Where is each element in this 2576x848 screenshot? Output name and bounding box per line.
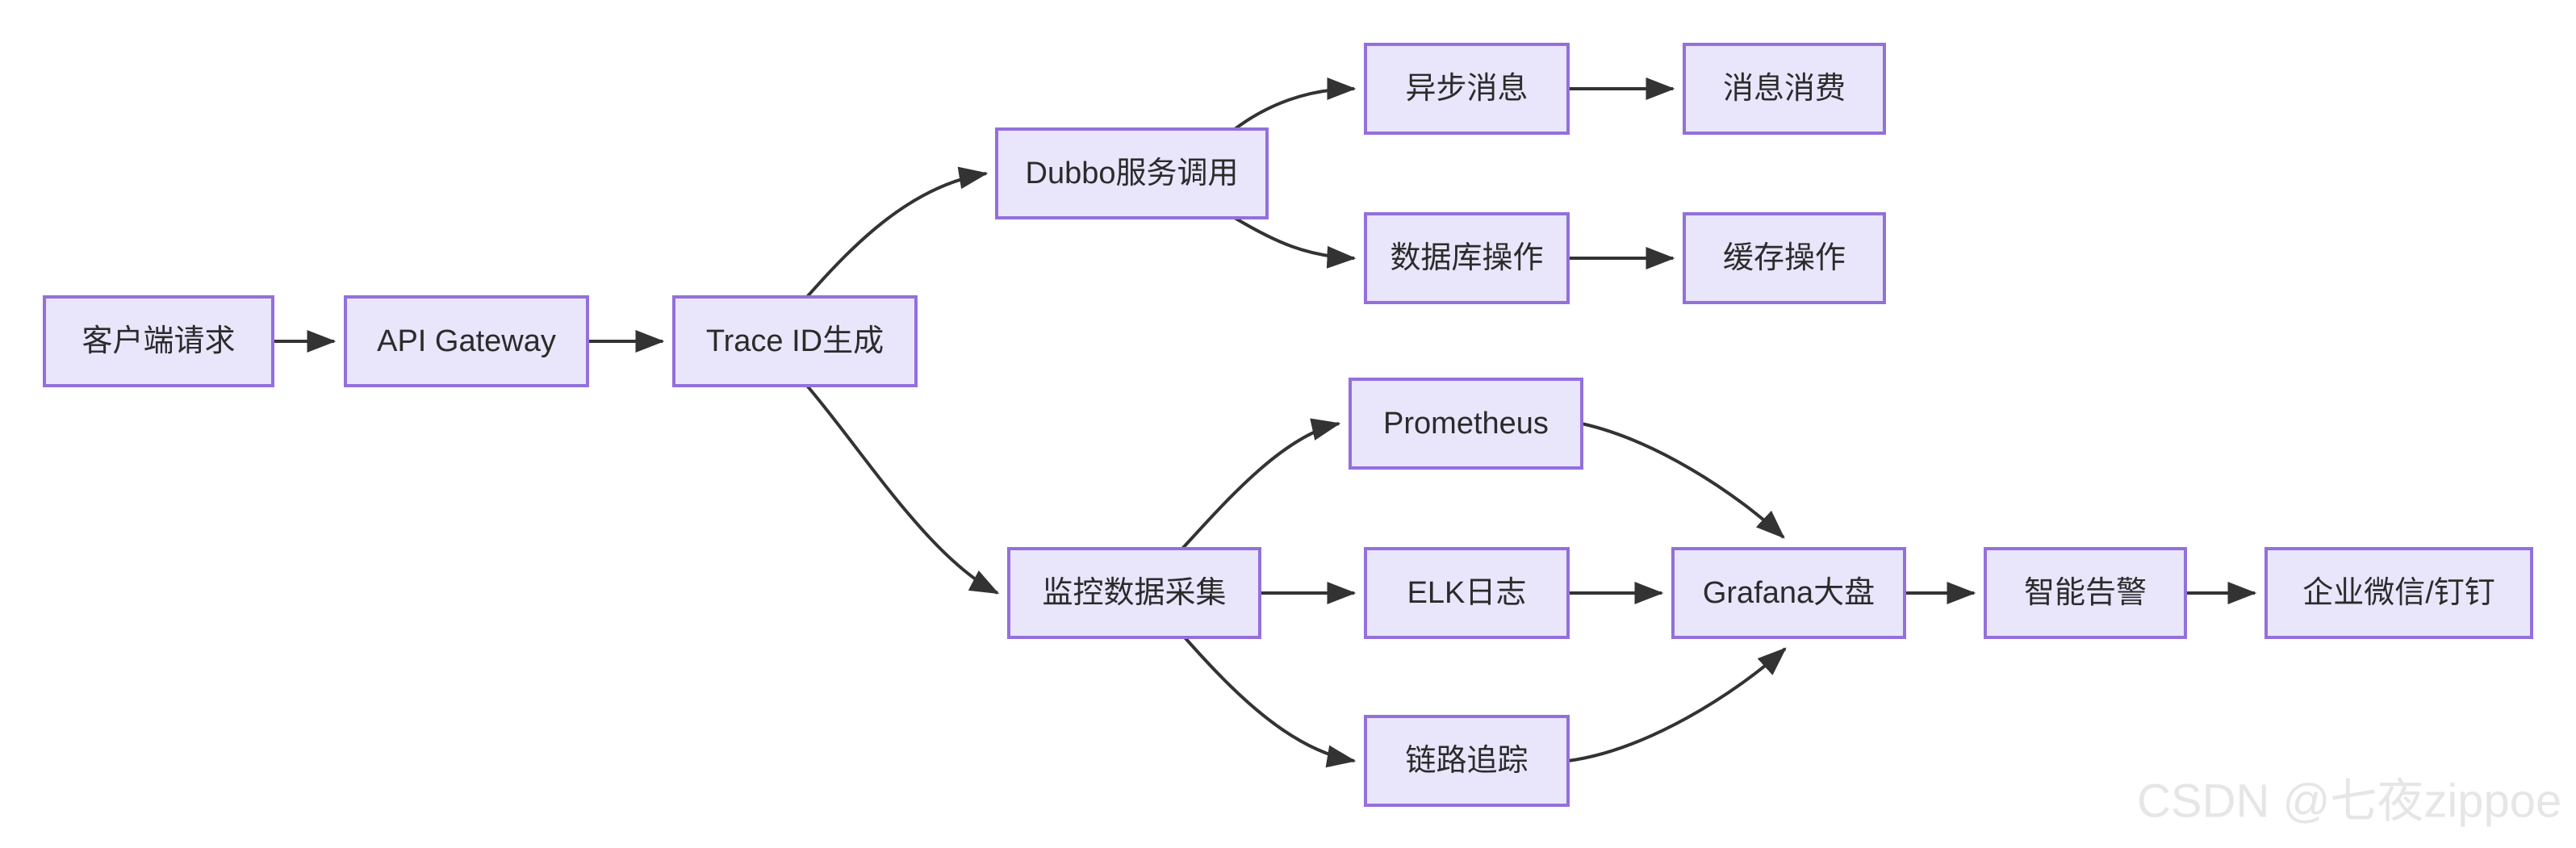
node-box-client_request: [43, 295, 274, 387]
node-label-monitor_collect: 监控数据采集: [1042, 576, 1226, 610]
node-label-dubbo_call: Dubbo服务调用: [1026, 157, 1239, 190]
node-label-trace_id: Trace ID生成: [706, 324, 884, 358]
watermark-layer: CSDN @七夜zippoe: [2137, 775, 2561, 827]
node-box-monitor_collect: [1007, 547, 1261, 639]
edge-trace_id-to-monitor_collect: [805, 384, 1000, 595]
node-box-dubbo_call: [995, 127, 1269, 219]
node-box-api_gateway: [344, 295, 589, 387]
edge-prometheus-to-grafana_board: [1581, 422, 1785, 539]
node-trace_tracking[interactable]: 链路追踪: [1364, 715, 1570, 807]
node-box-async_message: [1364, 43, 1570, 135]
edge-trace_id-to-dubbo_call: [805, 166, 989, 299]
csdn-watermark: CSDN @七夜zippoe: [2137, 775, 2561, 827]
node-label-wecom_dingtalk: 企业微信/钉钉: [2302, 576, 2495, 610]
node-prometheus[interactable]: Prometheus: [1349, 378, 1583, 470]
node-elk_log[interactable]: ELK日志: [1364, 547, 1570, 639]
node-label-trace_tracking: 链路追踪: [1405, 744, 1528, 778]
node-grafana_board[interactable]: Grafana大盘: [1671, 547, 1906, 639]
node-label-prometheus: Prometheus: [1383, 407, 1549, 441]
edge-trace_tracking-to-grafana_board: [1567, 647, 1787, 762]
edge-monitor_collect-to-trace_tracking: [1183, 636, 1357, 768]
node-box-message_consume: [1683, 43, 1886, 135]
edge-dubbo_call-to-async_message: [1233, 77, 1357, 131]
node-client_request[interactable]: 客户端请求: [43, 295, 274, 387]
node-label-client_request: 客户端请求: [82, 324, 235, 358]
node-message_consume[interactable]: 消息消费: [1683, 43, 1886, 135]
node-label-smart_alert: 智能告警: [2024, 576, 2147, 610]
node-label-elk_log: ELK日志: [1407, 576, 1527, 610]
nodes-layer: 客户端请求 API Gateway Trace ID生成 Dubbo服务调用 异步消息 消…: [43, 43, 2533, 807]
node-box-trace_tracking: [1364, 715, 1570, 807]
node-label-grafana_board: Grafana大盘: [1703, 576, 1875, 610]
node-api_gateway[interactable]: API Gateway: [344, 295, 589, 387]
node-box-trace_id: [672, 295, 918, 387]
node-dubbo_call[interactable]: Dubbo服务调用: [995, 127, 1269, 219]
node-trace_id[interactable]: Trace ID生成: [672, 295, 918, 387]
node-async_message[interactable]: 异步消息: [1364, 43, 1570, 135]
node-smart_alert[interactable]: 智能告警: [1984, 547, 2187, 639]
node-label-cache_operation: 缓存操作: [1723, 241, 1846, 275]
node-box-prometheus: [1349, 378, 1583, 470]
edges-layer: [273, 77, 2257, 768]
node-box-db_operation: [1364, 212, 1570, 304]
node-db_operation[interactable]: 数据库操作: [1364, 212, 1570, 304]
node-box-elk_log: [1364, 547, 1570, 639]
node-label-message_consume: 消息消费: [1723, 72, 1846, 106]
edge-monitor_collect-to-prometheus: [1181, 418, 1341, 550]
node-label-db_operation: 数据库操作: [1390, 241, 1543, 275]
edge-dubbo_call-to-db_operation: [1233, 216, 1357, 269]
node-box-grafana_board: [1671, 547, 1906, 639]
node-label-async_message: 异步消息: [1405, 72, 1528, 106]
node-box-wecom_dingtalk: [2264, 547, 2533, 639]
node-wecom_dingtalk[interactable]: 企业微信/钉钉: [2264, 547, 2533, 639]
node-label-api_gateway: API Gateway: [377, 324, 556, 358]
node-box-smart_alert: [1984, 547, 2187, 639]
node-cache_operation[interactable]: 缓存操作: [1683, 212, 1886, 304]
node-monitor_collect[interactable]: 监控数据采集: [1007, 547, 1261, 639]
node-box-cache_operation: [1683, 212, 1886, 304]
